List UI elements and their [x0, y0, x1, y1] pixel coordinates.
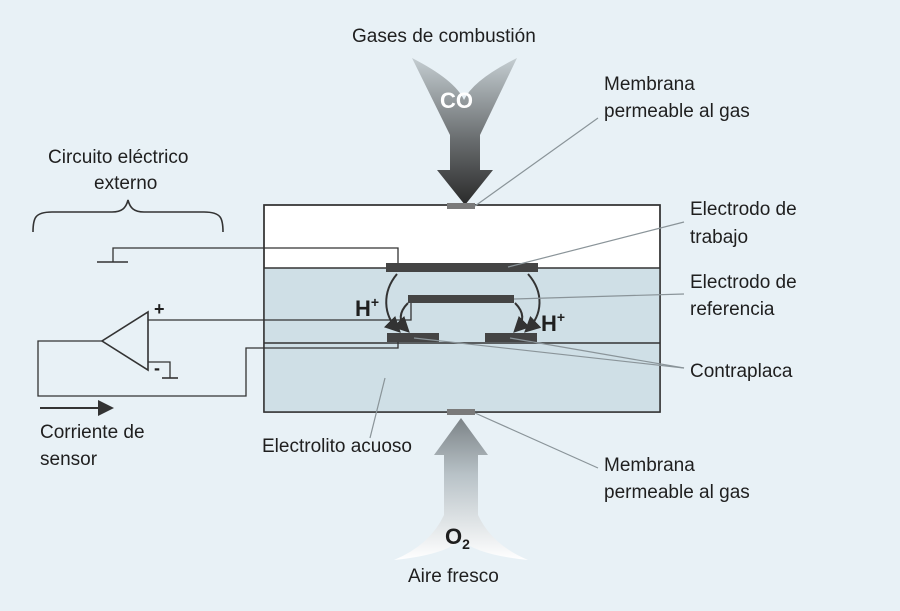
label-working-electrode-1: Electrodo de [690, 199, 797, 220]
ion-flow-right-outer [524, 273, 542, 333]
label-reference-electrode-1: Electrodo de [690, 272, 797, 293]
wire-working-electrode [112, 247, 399, 263]
external-circuit-brace [32, 199, 224, 233]
leader-electrolyte [369, 377, 386, 439]
label-membrane-top-2: permeable al gas [604, 101, 750, 122]
label-reference-electrode-2: referencia [690, 299, 775, 320]
ion-flow-right-inner [513, 302, 531, 333]
leader-membrane-top [474, 117, 599, 207]
co-label: CO [440, 88, 473, 113]
amplifier-triangle [100, 310, 149, 372]
label-combustion-gases: Gases de combustión [352, 26, 536, 47]
label-sensor-current-2: sensor [40, 449, 98, 470]
leader-reference-electrode [513, 293, 685, 300]
amp-plus: + [154, 299, 165, 319]
ion-flow-left-inner [392, 302, 410, 333]
leader-membrane-bottom [474, 412, 599, 469]
label-external-circuit-1: Circuito eléctrico [48, 147, 188, 168]
co-gas-arrow [412, 58, 517, 205]
label-membrane-bottom-2: permeable al gas [604, 482, 750, 503]
amp-minus: - [154, 358, 160, 378]
label-fresh-air: Aire fresco [408, 566, 499, 587]
wire-counter-plate [37, 340, 399, 397]
label-electrolyte: Electrolito acuoso [262, 436, 412, 457]
label-working-electrode-2: trabajo [690, 227, 748, 248]
reference-electrode [408, 295, 514, 303]
o2-label: O2 [445, 524, 470, 552]
h-ion-left: H+ [355, 294, 379, 321]
label-membrane-bottom-1: Membrana [604, 455, 695, 476]
electrolyte-region [264, 268, 660, 412]
wire-amp-minus [148, 361, 171, 378]
label-sensor-current-1: Corriente de [40, 422, 145, 443]
o2-air-arrow [394, 418, 528, 560]
h-ion-right: H+ [541, 309, 565, 336]
working-electrode [386, 263, 538, 272]
leader-counter-plate-left [413, 337, 685, 369]
counter-plate-left [387, 333, 439, 342]
leader-working-electrode [507, 221, 685, 268]
counter-plate-right [485, 333, 537, 342]
leader-counter-plate-right [509, 337, 685, 369]
membrane-top [447, 203, 475, 209]
label-membrane-top-1: Membrana [604, 74, 695, 95]
membrane-bottom [447, 409, 475, 415]
wire-reference-electrode [148, 303, 412, 321]
label-external-circuit-2: externo [94, 173, 157, 194]
label-counter-plate: Contraplaca [690, 361, 793, 382]
